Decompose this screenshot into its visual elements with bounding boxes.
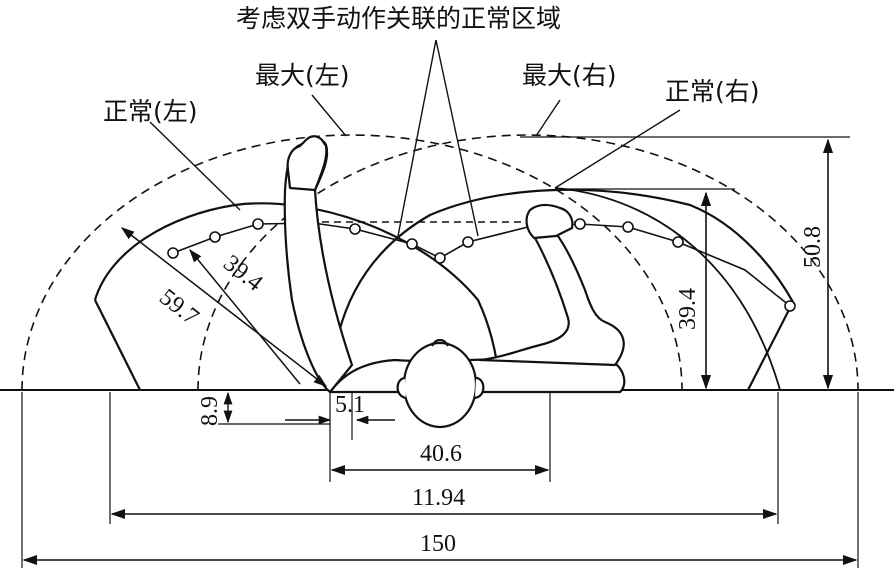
zone-marker: [434, 252, 446, 264]
dim-value-11-94: 11.94: [412, 485, 465, 511]
dim-line-39-4-left: [189, 248, 301, 385]
max-area-left-arc: [21, 134, 683, 391]
head: [402, 341, 478, 429]
dim-value-50-8: 50.8: [800, 226, 826, 268]
dim-value-5-1: 5.1: [335, 392, 365, 418]
right-hand: [525, 203, 574, 240]
label-max-right: 最大(右): [522, 61, 617, 90]
dim-value-8-9: 8.9: [197, 396, 223, 426]
right-arm: [478, 230, 625, 367]
zone-marker: [349, 223, 361, 235]
label-normal-right: 正常(右): [665, 77, 760, 106]
zone-marker: [462, 236, 474, 248]
zone-marker: [252, 218, 264, 230]
normal-area-right-arc: [330, 188, 794, 391]
human-figure: [283, 135, 626, 429]
right-ear: [474, 376, 485, 400]
coordinated-zone-curve: [172, 222, 791, 307]
left-hand: [286, 135, 328, 192]
dim-value-39-4-left: 39.4: [218, 250, 267, 296]
label-normal-left: 正常(左): [103, 97, 198, 126]
nose: [431, 338, 449, 347]
dim-value-150: 150: [420, 531, 456, 557]
zone-marker: [622, 221, 634, 233]
dim-line-59-7: [120, 227, 328, 387]
zone-marker: [574, 218, 586, 230]
zone-marker: [167, 247, 179, 259]
leader-lines: [149, 39, 681, 237]
zone-marker: [406, 238, 418, 250]
label-max-left: 最大(左): [255, 61, 350, 90]
right-upper-curve: [554, 187, 781, 391]
zone-marker: [784, 300, 796, 312]
zone-marker: [672, 236, 684, 248]
label-coordinated-zone: 考虑双手动作关联的正常区域: [236, 4, 561, 33]
normal-area-right-side: [747, 301, 794, 391]
dim-value-39-4-right: 39.4: [675, 288, 701, 330]
dim-value-40-6: 40.6: [420, 441, 462, 467]
normal-area-left-side: [94, 299, 141, 391]
zone-marker: [209, 231, 221, 243]
dim-value-59-7: 59.7: [154, 284, 203, 330]
left-ear: [396, 376, 407, 400]
